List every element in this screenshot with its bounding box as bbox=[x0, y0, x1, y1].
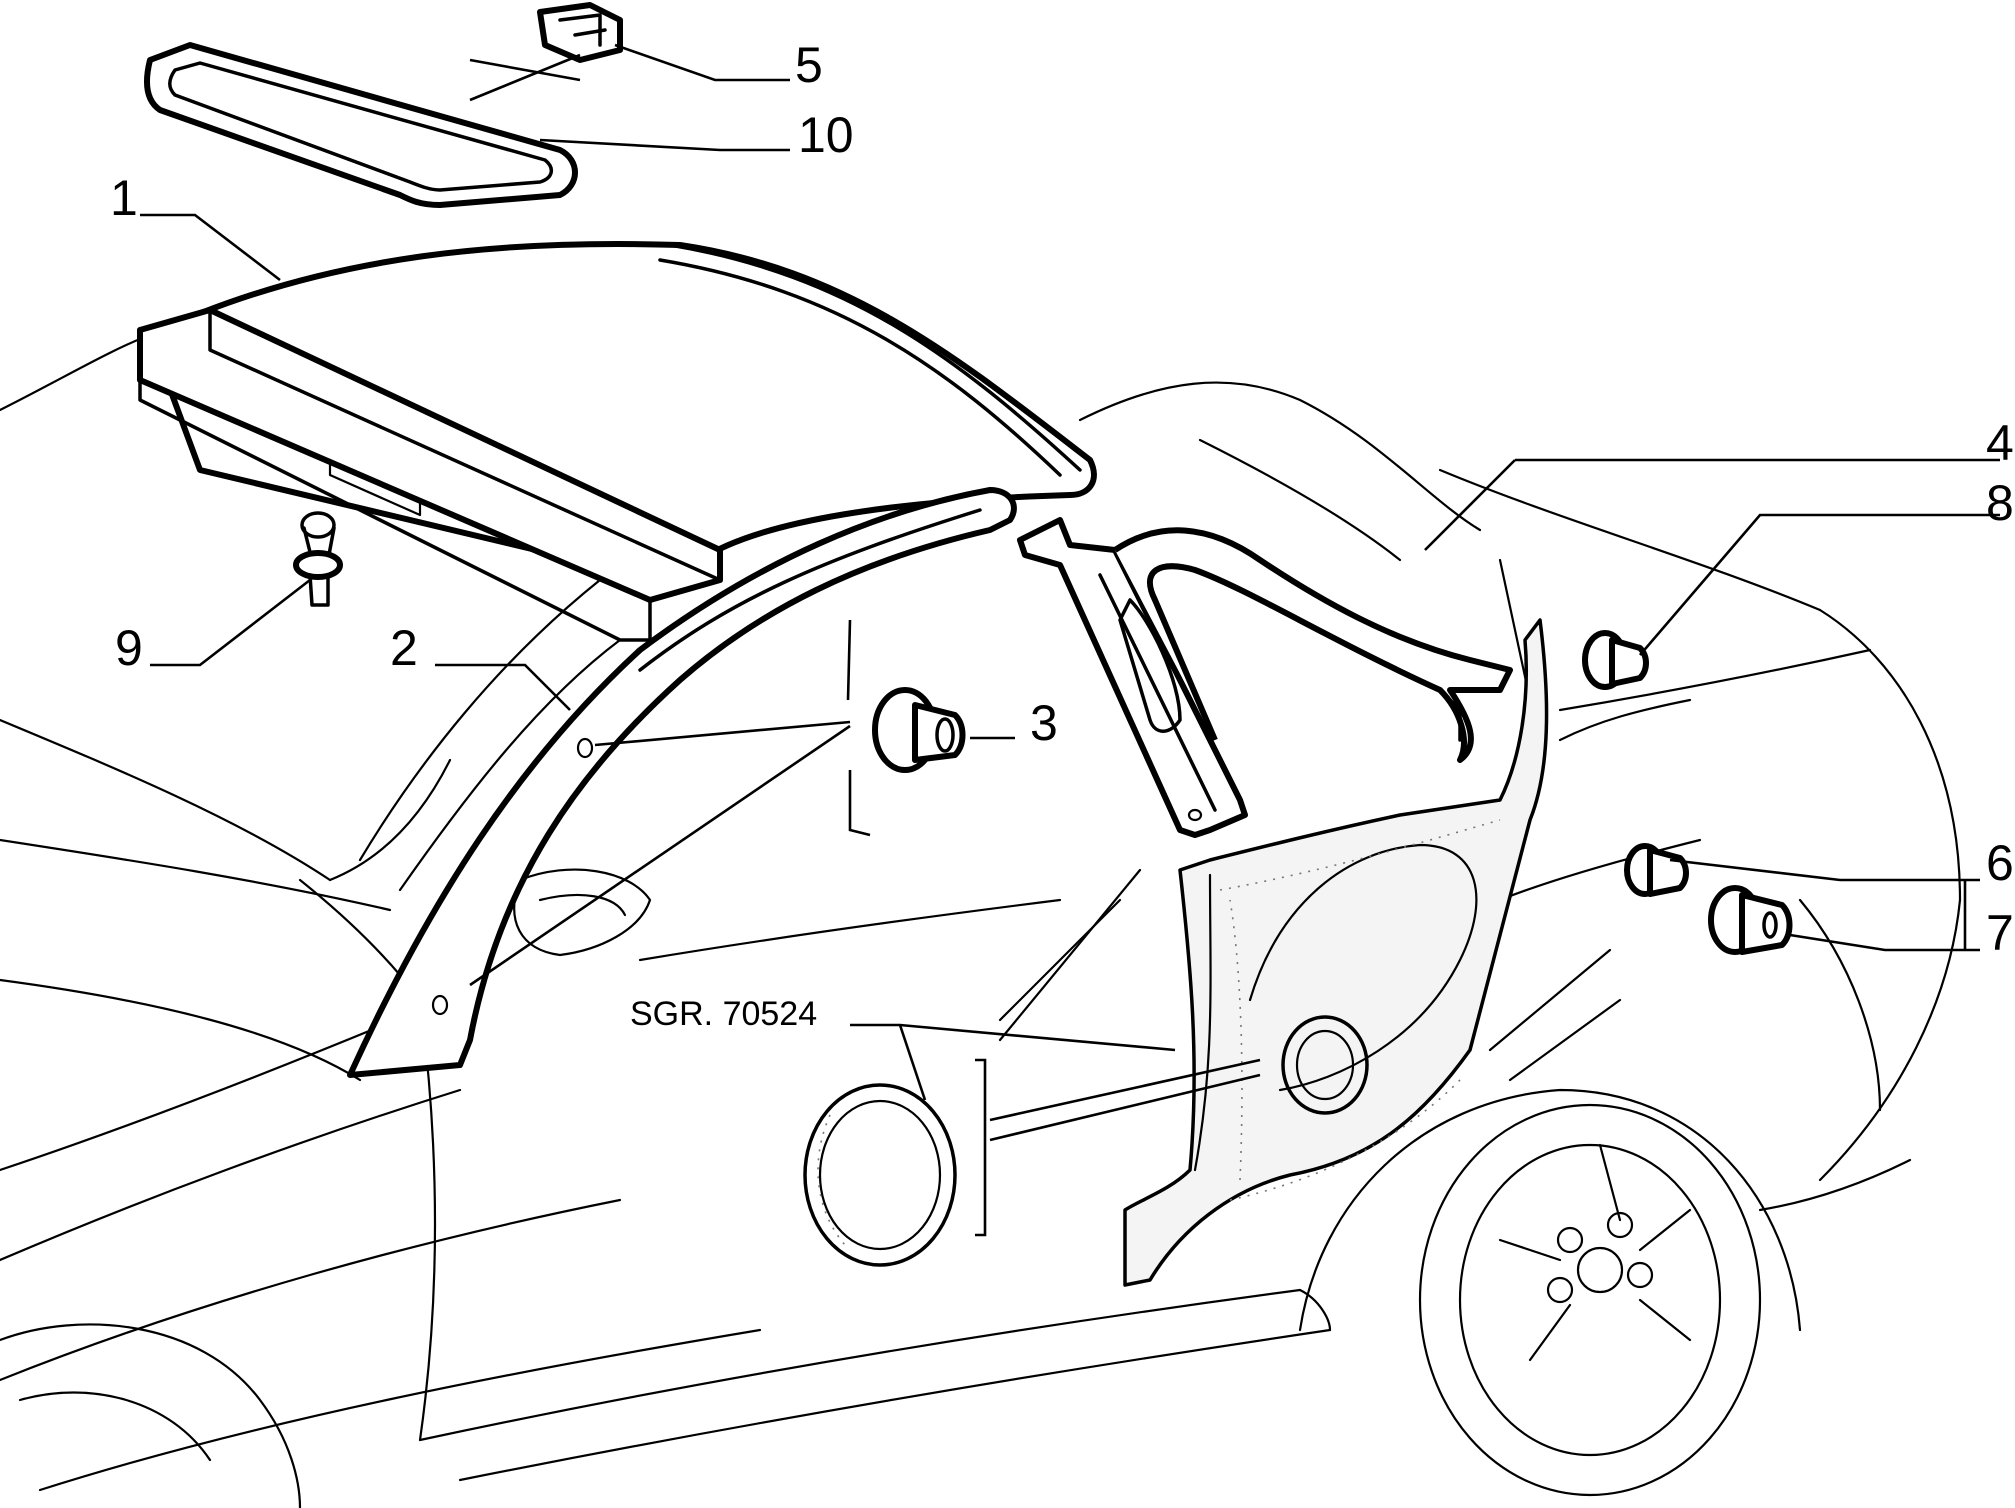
part-5-clip bbox=[537, 2, 623, 63]
part-4-b-pillar-trim bbox=[1017, 517, 1513, 838]
callout-9: 9 bbox=[115, 620, 143, 676]
leader-lines bbox=[140, 43, 2000, 1237]
callout-4: 4 bbox=[1986, 415, 2014, 471]
callout-8: 8 bbox=[1986, 475, 2014, 531]
part-3-push-clip bbox=[872, 687, 966, 773]
callout-5: 5 bbox=[795, 37, 823, 93]
callout-3: 3 bbox=[1030, 695, 1058, 751]
callout-1: 1 bbox=[110, 170, 138, 226]
part-1-headliner bbox=[137, 240, 1097, 642]
car-body-outline bbox=[0, 298, 1962, 1508]
callout-6: 6 bbox=[1986, 835, 2014, 891]
callout-7: 7 bbox=[1986, 905, 2014, 961]
reference-label: SGR. 70524 bbox=[630, 995, 817, 1033]
callout-2: 2 bbox=[390, 620, 418, 676]
rear-quarter-panel bbox=[1123, 618, 1549, 1287]
callouts: 1 2 3 4 5 6 7 8 9 10 SGR. 70524 bbox=[110, 37, 2014, 1033]
speaker-grille bbox=[803, 1083, 957, 1267]
part-9-screw bbox=[293, 511, 343, 607]
part-2-a-pillar-trim bbox=[347, 487, 1017, 1078]
part-8-clip bbox=[1582, 630, 1649, 690]
callout-10: 10 bbox=[798, 107, 854, 163]
part-6-clip bbox=[1624, 843, 1689, 897]
part-7-clip bbox=[1708, 885, 1793, 955]
part-10-frame-seal bbox=[144, 42, 578, 208]
